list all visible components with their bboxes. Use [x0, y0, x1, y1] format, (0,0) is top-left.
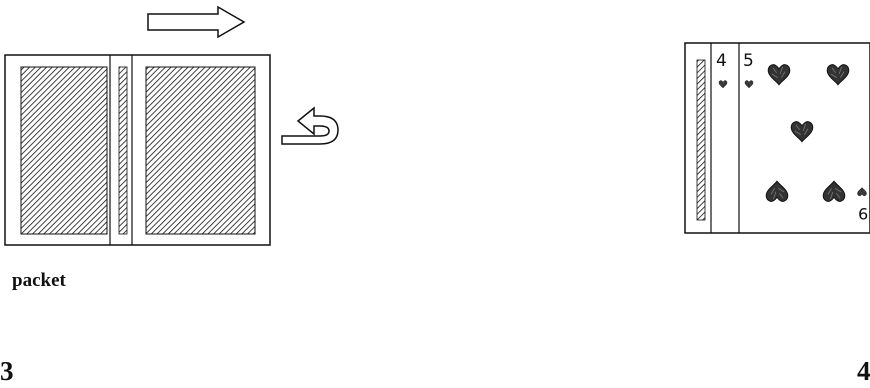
- card-back-left: [21, 67, 107, 234]
- card-four-rank: 4: [716, 51, 727, 71]
- card-bottom-rank: 9: [858, 204, 868, 223]
- card-packet: [5, 55, 270, 245]
- card-edge-strip: [119, 67, 127, 234]
- figure-number-left: 3: [0, 356, 14, 387]
- packet-label: packet: [12, 270, 66, 292]
- figure-number-right: 4: [857, 356, 870, 387]
- card-five-rank: 5: [743, 51, 754, 71]
- u-turn-arrow-icon: [282, 108, 338, 144]
- card-back-right: [146, 67, 255, 234]
- right-arrow-icon: [148, 7, 244, 37]
- card-spread: 4 5 9: [685, 43, 870, 233]
- card-edge-hatched: [697, 60, 705, 220]
